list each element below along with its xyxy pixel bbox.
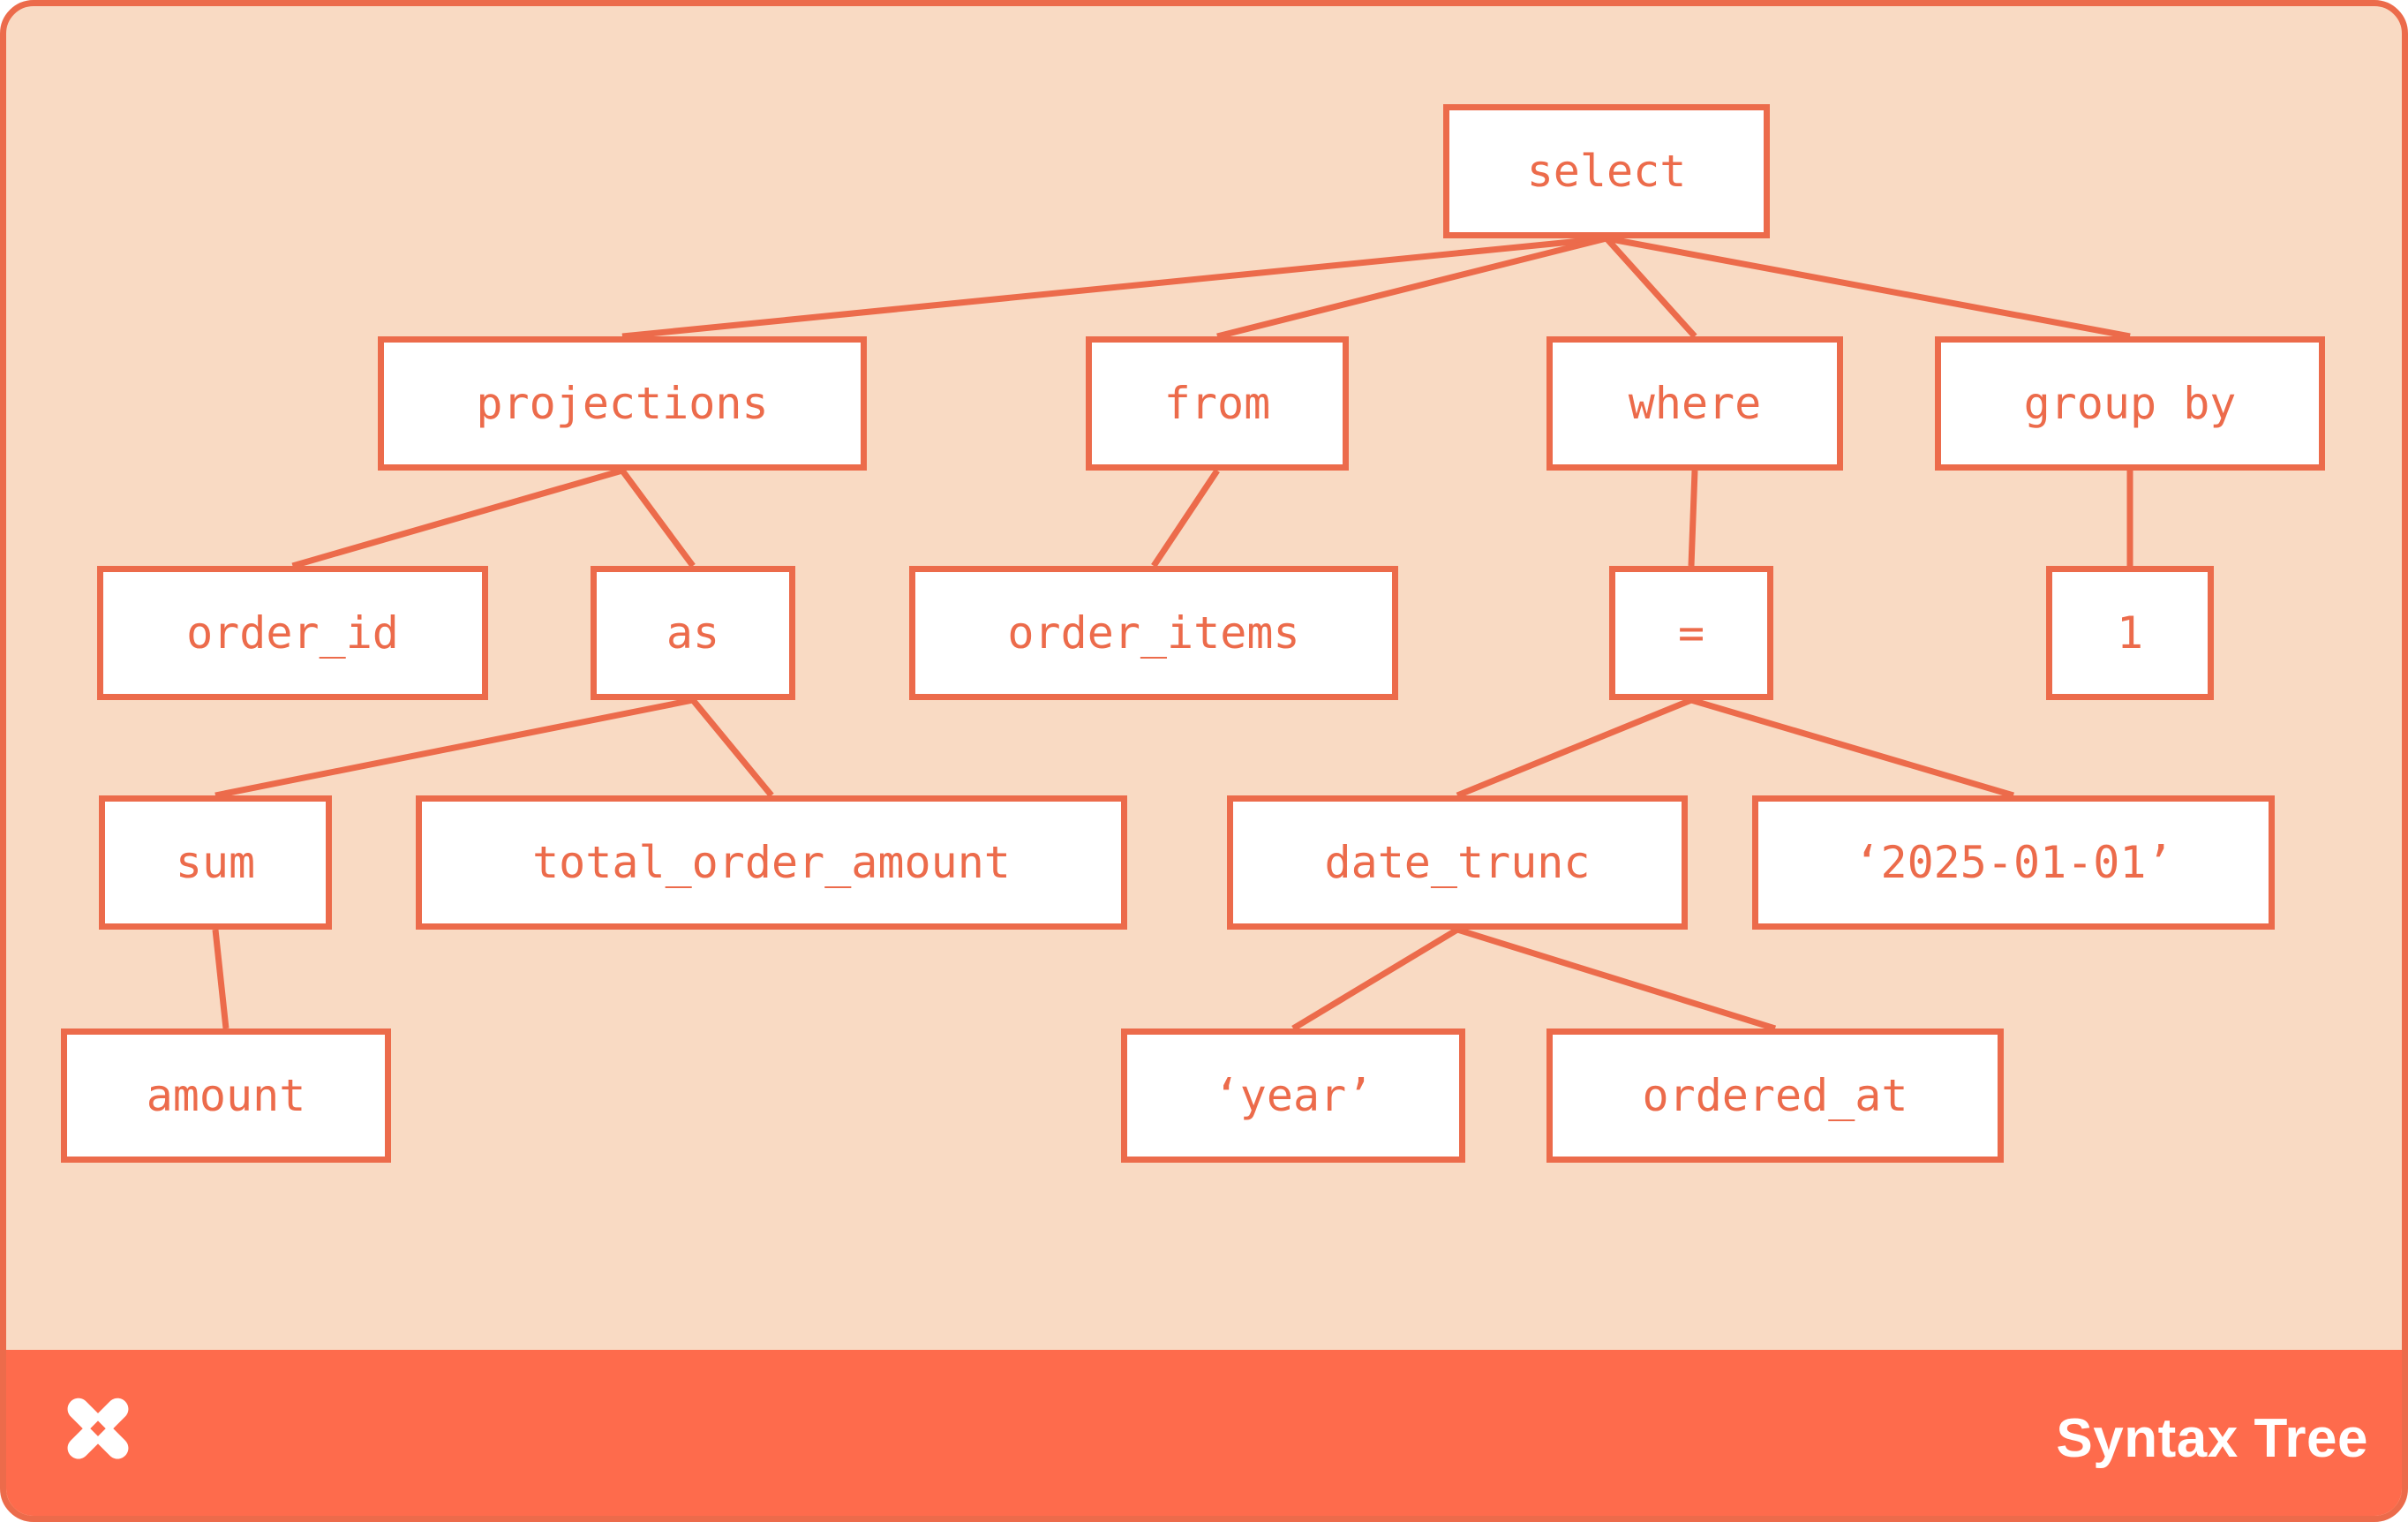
tree-node-select[interactable]: select (1443, 104, 1770, 238)
tree-node-label: amount (146, 1070, 306, 1121)
tree-node-one[interactable]: 1 (2046, 566, 2214, 700)
footer-title: Syntax Tree (2056, 1408, 2368, 1469)
tree-edge (1151, 469, 1220, 568)
tree-edge (1456, 926, 1777, 1032)
tree-node-projections[interactable]: projections (378, 336, 867, 471)
tree-node-amount[interactable]: amount (61, 1028, 391, 1163)
tree-edge (690, 697, 774, 798)
tree-node-label: date_trunc (1324, 837, 1591, 888)
footer-bar: Syntax Tree (6, 1350, 2402, 1516)
tree-node-label: where (1628, 378, 1762, 429)
tree-edge (291, 467, 623, 569)
tree-node-ordered_at[interactable]: ordered_at (1546, 1028, 2004, 1163)
tree-node-label: select (1526, 146, 1687, 197)
tree-node-date_literal[interactable]: ‘2025-01-01’ (1752, 795, 2275, 930)
tree-node-date_trunc[interactable]: date_trunc (1227, 795, 1688, 930)
tree-edge (1690, 697, 2014, 799)
tree-canvas: select projections from where group by order_… (6, 6, 2402, 1357)
edge-group (212, 235, 2133, 1032)
tree-node-label: ‘year’ (1213, 1070, 1373, 1121)
tree-node-total_order_amount[interactable]: total_order_amount (416, 795, 1127, 930)
tree-node-label: group by (2023, 378, 2237, 429)
tree-node-label: order_id (186, 607, 399, 659)
tree-node-as[interactable]: as (591, 566, 795, 700)
tree-node-where[interactable]: where (1546, 336, 1843, 471)
tree-node-order_id[interactable]: order_id (97, 566, 488, 700)
tree-edge (212, 929, 230, 1029)
tree-edge (1456, 697, 1693, 799)
tree-edge (1604, 236, 1697, 339)
tree-node-order_items[interactable]: order_items (909, 566, 1398, 700)
tree-node-label: as (666, 607, 720, 659)
tree-edge (1291, 927, 1459, 1031)
tree-node-label: 1 (2116, 607, 2144, 659)
tree-node-group_by[interactable]: group by (1935, 336, 2325, 471)
tree-node-label: from (1163, 378, 1271, 429)
tree-node-label: total_order_amount (532, 837, 1011, 888)
tree-edge (1216, 235, 1607, 340)
tree-node-label: projections (476, 378, 769, 429)
tree-edge (1606, 235, 2131, 340)
tree-node-sum[interactable]: sum (99, 795, 332, 930)
tree-node-label: order_items (1007, 607, 1300, 659)
tree-node-label: ‘2025-01-01’ (1854, 837, 2173, 888)
tree-edge (214, 697, 694, 799)
tree-node-label: ordered_at (1642, 1070, 1908, 1121)
tree-node-from[interactable]: from (1086, 336, 1349, 471)
tree-edge (621, 235, 1607, 340)
tree-node-label: = (1677, 607, 1705, 659)
tree-edge (620, 468, 696, 569)
x-star-logo-icon (67, 1398, 129, 1459)
tree-edges-layer (212, 235, 2133, 1032)
tree-node-label: sum (175, 837, 256, 888)
tree-edge (1688, 470, 1698, 567)
tree-node-eq[interactable]: = (1609, 566, 1773, 700)
tree-node-year_literal[interactable]: ‘year’ (1121, 1028, 1465, 1163)
